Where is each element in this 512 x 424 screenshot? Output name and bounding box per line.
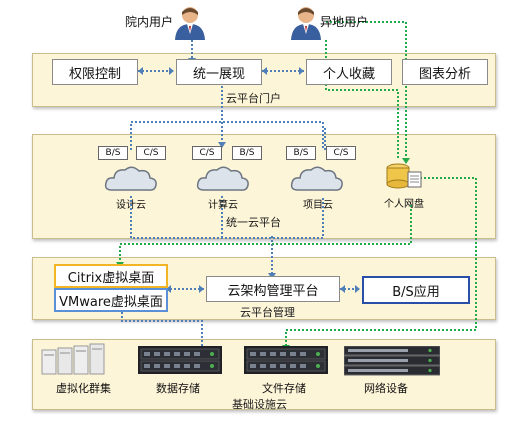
project-cloud-bs-tag: B/S — [286, 146, 316, 160]
compute-cloud-bs-tag: B/S — [232, 146, 262, 160]
personal-disk-icon[interactable] — [384, 160, 424, 190]
portal-item-permission[interactable]: 权限控制 — [52, 59, 138, 85]
design-cloud-bs-tag: B/S — [98, 146, 128, 160]
virtualization-cluster-label: 虚拟化群集 — [56, 382, 111, 395]
cloud-platform-title: 统一云平台 — [226, 216, 281, 229]
network-equipment-label: 网络设备 — [364, 382, 408, 395]
bs-application-box[interactable]: B/S应用 — [362, 276, 470, 304]
management-title: 云平台管理 — [240, 306, 295, 319]
project-cloud-cs-tag: C/S — [326, 146, 356, 160]
citrix-desktop-box[interactable]: Citrix虚拟桌面 — [54, 264, 168, 288]
compute-cloud-label: 计算云 — [208, 200, 238, 211]
data-storage-label: 数据存储 — [156, 382, 200, 395]
compute-cloud-cs-tag: C/S — [192, 146, 222, 160]
internal-user-label: 院内用户 — [125, 15, 174, 29]
data-storage-icon — [138, 346, 222, 374]
remote-user-label: 异地用户 — [320, 15, 369, 29]
portal-item-favorites[interactable]: 个人收藏 — [306, 59, 392, 85]
design-cloud-icon[interactable] — [104, 164, 158, 194]
cloud-management-platform-box[interactable]: 云架构管理平台 — [206, 276, 340, 302]
portal-item-chart-analysis[interactable]: 图表分析 — [402, 59, 488, 85]
internal-user-avatar — [172, 4, 208, 40]
project-cloud-label: 项目云 — [303, 200, 333, 211]
file-storage-icon — [244, 346, 328, 374]
infrastructure-title: 基础设施云 — [232, 398, 287, 411]
remote-user-avatar — [288, 4, 324, 40]
design-cloud-cs-tag: C/S — [136, 146, 166, 160]
vmware-desktop-box[interactable]: VMware虚拟桌面 — [54, 288, 168, 312]
file-storage-label: 文件存储 — [262, 382, 306, 395]
virtualization-cluster-icon — [40, 342, 112, 376]
project-cloud-icon[interactable] — [290, 164, 344, 194]
portal-item-unified-display[interactable]: 统一展现 — [176, 59, 262, 85]
network-equipment-icon — [343, 345, 441, 376]
portal-title: 云平台门户 — [226, 92, 281, 105]
compute-cloud-icon[interactable] — [196, 164, 250, 194]
personal-disk-label: 个人网盘 — [384, 199, 424, 210]
design-cloud-label: 设计云 — [116, 200, 146, 211]
